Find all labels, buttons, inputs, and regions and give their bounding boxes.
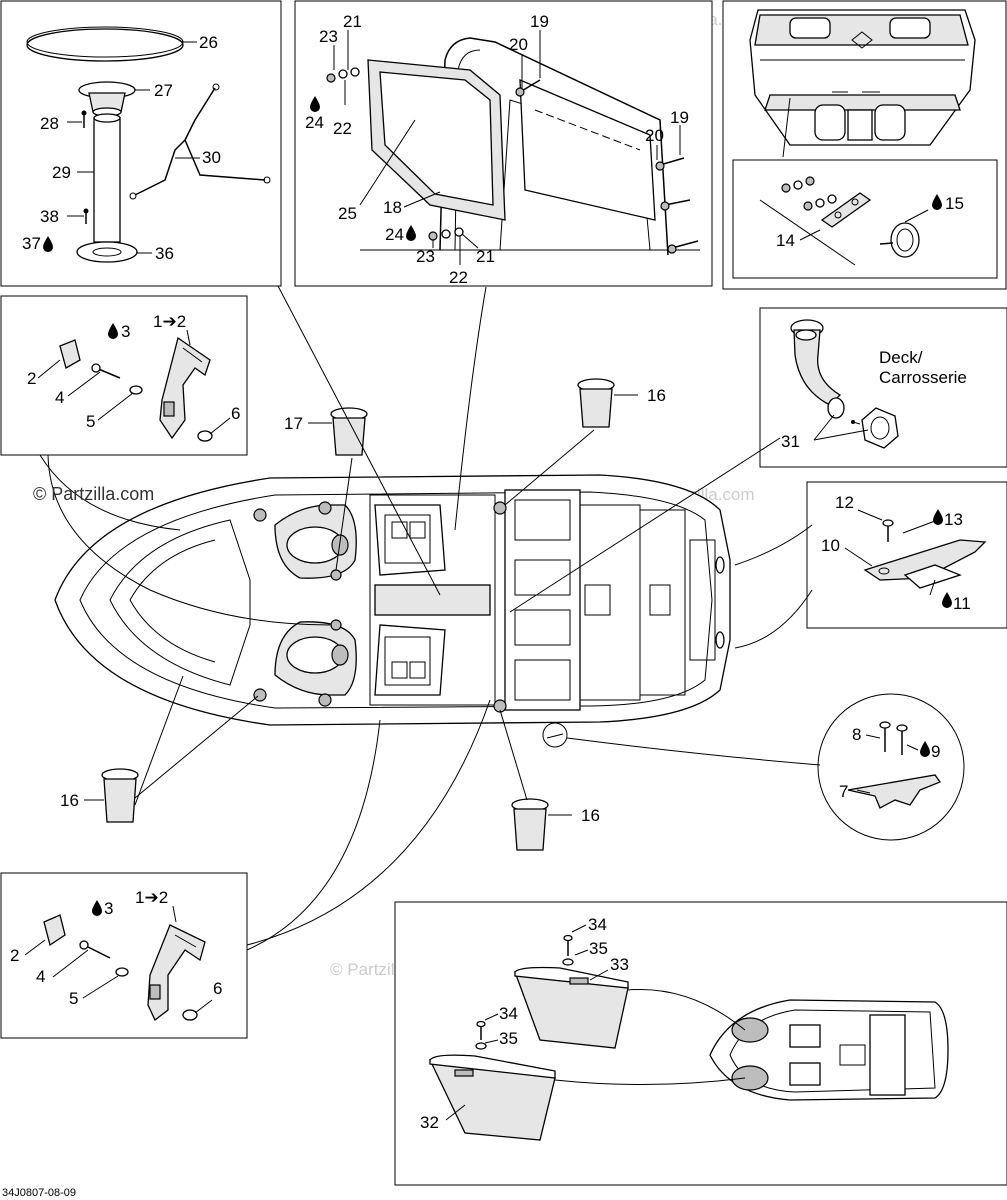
callout-19: 19	[530, 12, 549, 31]
drop-icon	[43, 236, 53, 252]
callout-18: 18	[383, 198, 402, 217]
callout-19: 19	[670, 108, 689, 127]
callout-4: 4	[55, 388, 64, 407]
callout-33: 33	[610, 955, 629, 974]
callout-30: 30	[202, 148, 221, 167]
callout-2: 2	[27, 369, 36, 388]
callout-34: 34	[588, 915, 607, 934]
panel-transom: 15 14	[722, 0, 1007, 290]
panel-cleat-plate: 12 13 10 11	[806, 481, 1007, 629]
callout-27: 27	[154, 81, 173, 100]
callout-35: 35	[499, 1029, 518, 1048]
panel-grab-handle-upper: 3 1➔2 2 4 5 6	[0, 295, 248, 456]
callout-16: 16	[647, 386, 666, 405]
callout-22: 22	[333, 119, 352, 138]
callout-2: 2	[10, 946, 19, 965]
drop-icon	[92, 900, 102, 916]
callout-13: 13	[944, 510, 963, 529]
handle-cap	[59, 339, 81, 369]
panel-storage-bins: 34 35 33 34 35 32	[394, 901, 1007, 1186]
callout-23: 23	[416, 247, 435, 266]
callout-3: 3	[104, 899, 113, 918]
callout-26: 26	[199, 33, 218, 52]
callout-6: 6	[213, 979, 222, 998]
panel-glovebox: 21 23 19 20 24 22 20 19 25 18 24 23 21 2…	[294, 0, 713, 287]
callout-16: 16	[581, 806, 600, 825]
callout-31: 31	[781, 432, 800, 451]
drop-icon	[942, 592, 952, 608]
drop-icon	[920, 741, 930, 757]
callout-4: 4	[36, 967, 45, 986]
callout-carrosserie: Carrosserie	[879, 368, 967, 387]
cupholder-16	[513, 808, 547, 851]
callout-9: 9	[931, 742, 940, 761]
cupholder-parts: 17 16 16 16	[60, 378, 666, 851]
drop-icon	[932, 194, 942, 210]
tabletop	[26, 28, 184, 62]
cupholder-17	[332, 417, 366, 456]
cleat	[847, 774, 942, 809]
grab-handle	[147, 924, 206, 1022]
callout-29: 29	[52, 163, 71, 182]
callout-6: 6	[231, 404, 240, 423]
callout-5: 5	[69, 989, 78, 1008]
drop-icon	[933, 509, 943, 525]
table-floor-base	[76, 241, 138, 263]
panel-table: 26 27 28 29 30 38 37 36	[0, 0, 282, 287]
callout-21: 21	[343, 12, 362, 31]
handle-cap	[43, 914, 66, 947]
callout-10: 10	[821, 536, 840, 555]
drop-icon	[108, 323, 118, 339]
callout-3: 3	[121, 322, 130, 341]
table-pedestal	[93, 117, 121, 243]
watermark-main: © Partzilla.com	[33, 484, 154, 504]
callout-23: 23	[319, 27, 338, 46]
panel-cleat: 8 9 7	[817, 693, 965, 841]
connector-lines	[39, 285, 821, 951]
cupholder-16	[103, 778, 137, 823]
callout-15: 15	[945, 194, 964, 213]
callout-20: 20	[645, 126, 664, 145]
callout-28: 28	[40, 114, 59, 133]
callout-17: 17	[284, 414, 303, 433]
panel-drain-fitting: Deck/ Carrosserie 31	[759, 307, 1007, 468]
callout-22: 22	[449, 268, 468, 287]
callout-20: 20	[509, 35, 528, 54]
callout-12: 12	[835, 493, 854, 512]
callout-25: 25	[338, 204, 357, 223]
callout-24: 24	[385, 225, 404, 244]
cupholder-16	[579, 388, 613, 428]
panel-grab-handle-lower: 3 1➔2 2 4 5 6	[0, 872, 248, 1039]
callout-7: 7	[839, 782, 848, 801]
callout-8: 8	[852, 725, 861, 744]
callout-37: 37	[22, 234, 41, 253]
callout-1-2: 1➔2	[135, 888, 168, 907]
cleat-plate	[863, 539, 987, 581]
callout-11: 11	[953, 594, 971, 613]
callout-1-2: 1➔2	[153, 312, 186, 331]
diagram-code: 34J0807-08-09	[2, 1187, 76, 1199]
callout-36: 36	[155, 244, 174, 263]
drop-icon	[406, 225, 416, 241]
callout-34: 34	[499, 1004, 518, 1023]
callout-21: 21	[476, 247, 495, 266]
callout-16: 16	[60, 791, 79, 810]
boat-deck-main	[54, 474, 731, 748]
callout-38: 38	[40, 207, 59, 226]
callout-5: 5	[86, 412, 95, 431]
callout-32: 32	[420, 1113, 439, 1132]
callout-deck: Deck/	[879, 348, 923, 367]
glovebox-door	[519, 78, 656, 221]
callout-14: 14	[776, 231, 795, 250]
callout-35: 35	[589, 939, 608, 958]
callout-24: 24	[305, 113, 324, 132]
drop-icon	[310, 96, 320, 112]
